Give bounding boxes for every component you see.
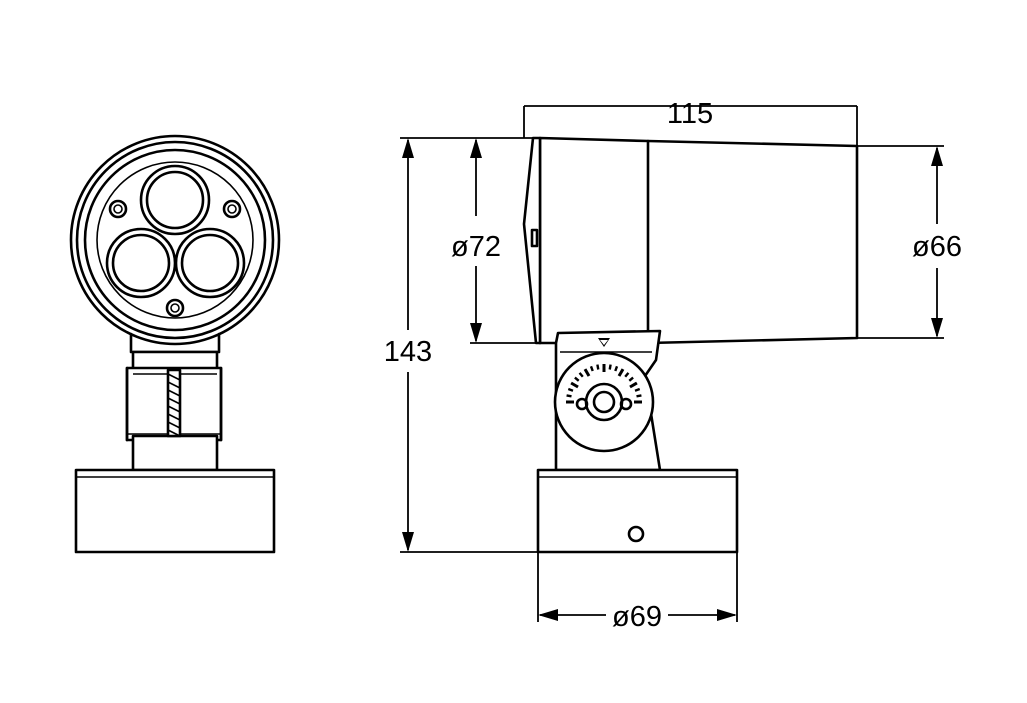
side-bracket <box>553 329 662 472</box>
cable-hole-icon <box>627 525 645 543</box>
screw-top-right <box>222 199 242 219</box>
dial-tick <box>567 387 574 392</box>
screws <box>108 199 242 318</box>
side-lamp-body <box>522 136 859 345</box>
dimension-front-diameter: ø72 <box>451 137 540 344</box>
dial-tick <box>583 368 591 377</box>
screw-top-left <box>108 199 128 219</box>
dimension-length: 115 <box>523 98 858 146</box>
led-lenses <box>105 164 246 299</box>
dial-tick <box>589 365 594 372</box>
side-base <box>536 468 739 554</box>
dial-tick <box>608 364 612 370</box>
dial-tick <box>624 372 630 378</box>
front-view <box>69 134 281 554</box>
dial-tick <box>617 368 625 377</box>
dial-tick <box>636 394 642 398</box>
dial-tick <box>596 364 600 370</box>
dial-tick <box>634 387 641 392</box>
dimension-length-label: 115 <box>667 98 713 130</box>
led-lens-left <box>105 227 177 299</box>
dial-tick <box>566 394 572 398</box>
dial-tick <box>570 381 579 389</box>
dimension-base-diameter: ø69 <box>537 552 738 633</box>
led-lens-right <box>174 227 246 299</box>
dial-tick <box>574 376 580 382</box>
tilt-dial <box>553 351 655 453</box>
dimension-front-diameter-label: ø72 <box>451 231 501 263</box>
dimension-rear-diameter-label: ø66 <box>912 231 962 263</box>
dimension-height-label: 143 <box>384 336 432 368</box>
led-lens-top <box>139 164 211 236</box>
dimension-base-diameter-label: ø69 <box>612 601 662 633</box>
screw-bottom <box>165 298 185 318</box>
dial-tick <box>629 381 638 389</box>
front-bracket <box>125 332 223 472</box>
dimension-height: 143 <box>384 137 540 553</box>
front-lamp-head <box>69 134 281 346</box>
dial-tick <box>628 376 634 382</box>
front-base <box>74 468 276 554</box>
dial-tick <box>578 372 584 378</box>
side-view <box>522 136 859 554</box>
dimension-rear-diameter: ø66 <box>857 145 962 339</box>
dial-tick <box>614 365 619 372</box>
